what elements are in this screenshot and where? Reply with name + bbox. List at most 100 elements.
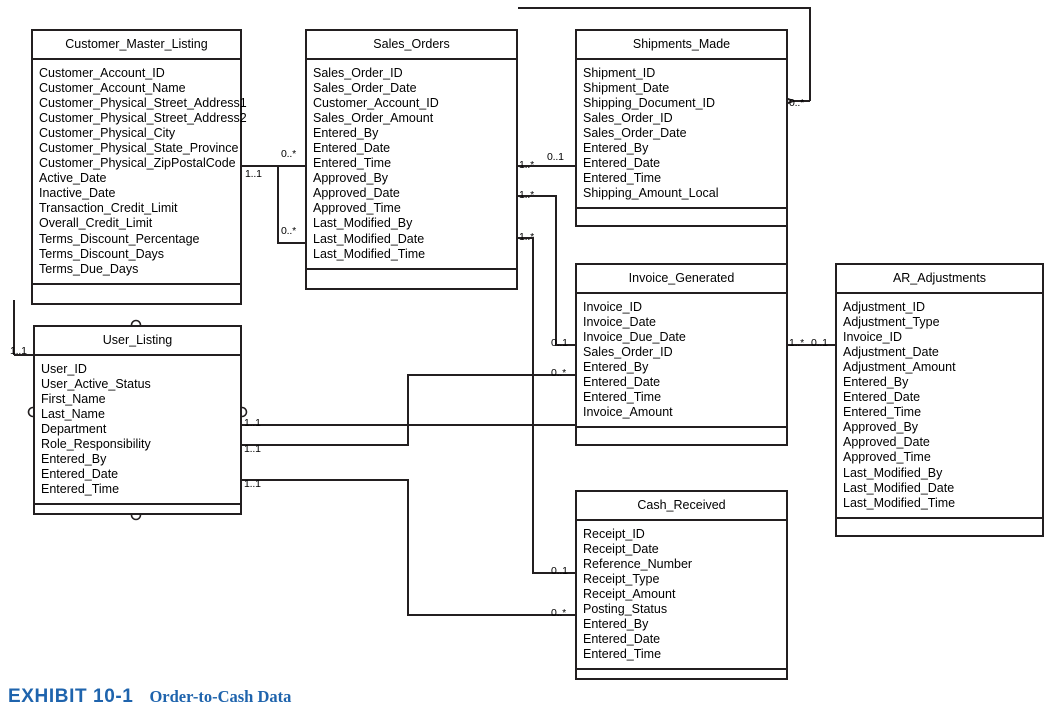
attribute: Entered_Date xyxy=(313,140,391,155)
attribute: Entered_By xyxy=(583,617,649,632)
attribute: First_Name xyxy=(41,391,106,406)
multiplicity-label: 0..1 xyxy=(551,565,568,577)
entity-attributes: Adjustment_ID Adjustment_Type Invoice_ID… xyxy=(837,294,1042,519)
attribute: Entered_By xyxy=(843,374,909,389)
attribute: Entered_By xyxy=(583,359,649,374)
attribute: Last_Modified_Time xyxy=(313,246,426,261)
attribute: Approved_By xyxy=(313,171,389,186)
entity-shipments-made[interactable]: Shipments_Made Shipment_ID Shipment_Date… xyxy=(575,29,788,227)
attribute: Terms_Discount_Days xyxy=(39,246,165,261)
attribute: Customer_Account_ID xyxy=(39,65,165,80)
multiplicity-label: 0..* xyxy=(551,607,566,619)
entity-attributes: Invoice_ID Invoice_Date Invoice_Due_Date… xyxy=(577,294,786,429)
entity-ar-adjustments[interactable]: AR_Adjustments Adjustment_ID Adjustment_… xyxy=(835,263,1044,537)
attribute: Sales_Order_ID xyxy=(583,344,673,359)
attribute: Shipping_Document_ID xyxy=(583,95,716,110)
attribute: Department xyxy=(41,421,107,436)
attribute: Customer_Physical_Street_Address2 xyxy=(39,110,247,125)
entity-attributes: Customer_Account_ID Customer_Account_Nam… xyxy=(33,60,247,285)
attribute: Adjustment_Type xyxy=(843,314,940,329)
attribute: Sales_Order_Amount xyxy=(313,110,434,125)
entity-title: AR_Adjustments xyxy=(837,265,1042,294)
attribute: Last_Modified_By xyxy=(313,216,413,231)
multiplicity-label: 0..* xyxy=(551,367,566,379)
attribute: Receipt_Date xyxy=(583,541,659,556)
attribute: Adjustment_ID xyxy=(843,299,925,314)
attribute: Approved_Date xyxy=(313,186,400,201)
entity-customer-master-listing[interactable]: Customer_Master_Listing Customer_Account… xyxy=(31,29,247,305)
link-user-to-cash xyxy=(242,479,575,616)
entity-title: Invoice_Generated xyxy=(577,265,786,294)
attribute: Entered_By xyxy=(583,140,649,155)
attribute: Role_Responsibility xyxy=(41,436,151,451)
attribute: Invoice_Date xyxy=(583,314,656,329)
attribute: Invoice_Due_Date xyxy=(583,329,686,344)
entity-footer-compartment xyxy=(577,209,786,229)
attribute: Receipt_ID xyxy=(583,526,645,541)
entity-attributes: Shipment_ID Shipment_Date Shipping_Docum… xyxy=(577,60,786,210)
entity-sales-orders[interactable]: Sales_Orders Sales_Order_ID Sales_Order_… xyxy=(305,29,518,290)
attribute: Last_Modified_By xyxy=(843,465,943,480)
multiplicity-label: 0..* xyxy=(281,148,296,160)
attribute: Entered_Date xyxy=(583,632,661,647)
entity-footer-compartment xyxy=(577,670,786,690)
multiplicity-label: 1..* xyxy=(519,189,534,201)
attribute: Last_Modified_Date xyxy=(313,231,425,246)
entity-footer-compartment xyxy=(307,270,516,290)
attribute: Invoice_ID xyxy=(843,329,903,344)
attribute: Customer_Physical_State_Province xyxy=(39,140,239,155)
entity-title: Customer_Master_Listing xyxy=(33,31,240,60)
entity-title: Shipments_Made xyxy=(577,31,786,60)
entity-user-listing[interactable]: User_Listing User_ID User_Active_Status … xyxy=(33,325,242,515)
multiplicity-label: 1..1 xyxy=(244,417,261,429)
attribute: Shipment_Date xyxy=(583,80,670,95)
attribute: Customer_Physical_ZipPostalCode xyxy=(39,156,236,171)
attribute: Terms_Due_Days xyxy=(39,261,139,276)
entity-attributes: Receipt_ID Receipt_Date Reference_Number… xyxy=(577,521,786,671)
multiplicity-label: 1..* xyxy=(519,159,534,171)
attribute: Adjustment_Date xyxy=(843,344,939,359)
attribute: Adjustment_Amount xyxy=(843,359,956,374)
entity-attributes: User_ID User_Active_Status First_Name La… xyxy=(35,356,240,506)
attribute: Inactive_Date xyxy=(39,186,116,201)
entity-footer-compartment xyxy=(837,519,1042,539)
attribute: Active_Date xyxy=(39,171,107,186)
exhibit-title: Order-to-Cash Data xyxy=(149,687,292,706)
attribute: User_Active_Status xyxy=(41,376,151,391)
attribute: Sales_Order_ID xyxy=(583,110,673,125)
attribute: Entered_By xyxy=(41,452,107,467)
link-salesorders-to-cash xyxy=(518,237,575,574)
link-user-to-invoice xyxy=(242,374,575,446)
attribute: Transaction_Credit_Limit xyxy=(39,201,178,216)
multiplicity-label: 0..1 xyxy=(811,337,828,349)
attribute: Invoice_ID xyxy=(583,299,643,314)
entity-cash-received[interactable]: Cash_Received Receipt_ID Receipt_Date Re… xyxy=(575,490,788,680)
entity-footer-compartment xyxy=(577,428,786,448)
attribute: Customer_Physical_Street_Address1 xyxy=(39,95,247,110)
attribute: Entered_Time xyxy=(583,171,662,186)
attribute: Invoice_Amount xyxy=(583,405,673,420)
attribute: Entered_Date xyxy=(583,374,661,389)
attribute: Last_Modified_Date xyxy=(843,480,955,495)
attribute: Posting_Status xyxy=(583,601,668,616)
entity-footer-compartment xyxy=(35,505,240,525)
attribute: Customer_Physical_City xyxy=(39,125,176,140)
attribute: Customer_Account_Name xyxy=(39,80,186,95)
attribute: Receipt_Amount xyxy=(583,586,676,601)
attribute: Reference_Number xyxy=(583,556,693,571)
attribute: Shipping_Amount_Local xyxy=(583,186,719,201)
attribute: Shipment_ID xyxy=(583,65,656,80)
entity-invoice-generated[interactable]: Invoice_Generated Invoice_ID Invoice_Dat… xyxy=(575,263,788,446)
link-salesorders-to-invoice xyxy=(518,195,575,346)
entity-title: Cash_Received xyxy=(577,492,786,521)
attribute: Receipt_Type xyxy=(583,571,660,586)
attribute: Last_Name xyxy=(41,406,105,421)
attribute: Entered_Date xyxy=(843,390,921,405)
multiplicity-label: 1..1 xyxy=(244,478,261,490)
multiplicity-label: 1..* xyxy=(789,337,804,349)
attribute: Entered_Time xyxy=(313,156,392,171)
attribute: Entered_Time xyxy=(41,482,120,497)
entity-footer-compartment xyxy=(33,285,240,305)
